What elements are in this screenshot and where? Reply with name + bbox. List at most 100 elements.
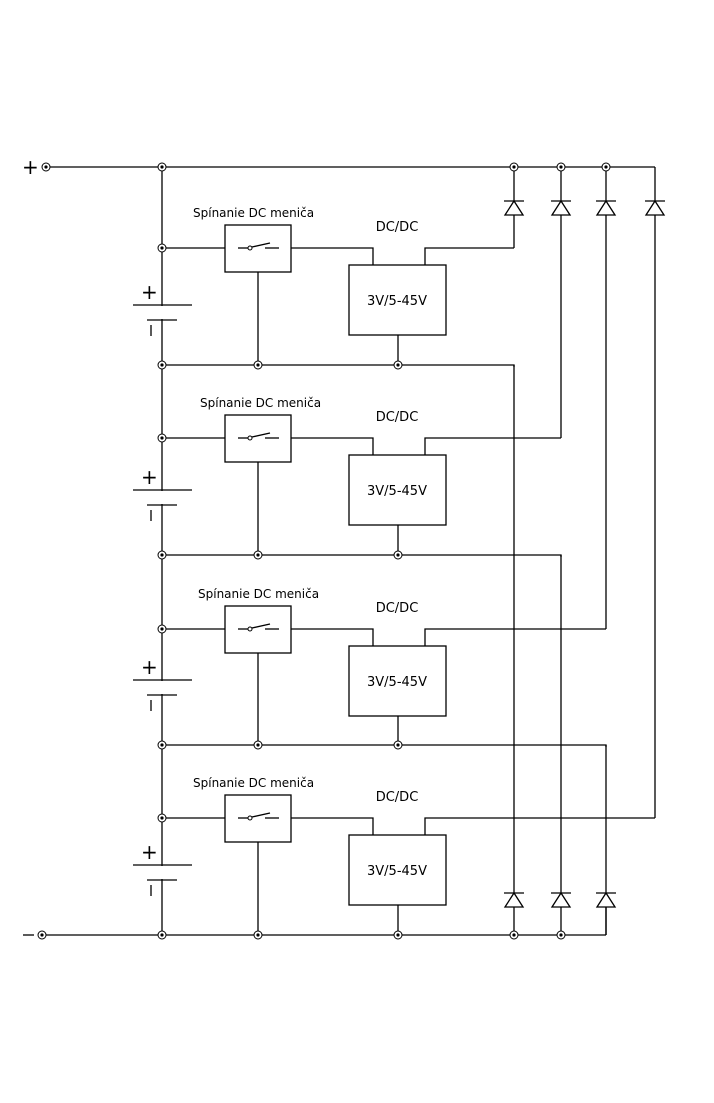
diode-icon <box>595 891 617 908</box>
junction-dot <box>160 363 164 367</box>
diode-triangle <box>595 891 617 908</box>
junction-dot <box>160 627 164 631</box>
junction-node <box>157 740 167 750</box>
battery-plus-label: + <box>141 280 158 304</box>
switch-pivot <box>247 626 253 632</box>
battery-plus-label: + <box>141 840 158 864</box>
positive-rail <box>46 166 656 818</box>
diode-icon <box>503 199 525 216</box>
junction-dot <box>160 436 164 440</box>
junction-node <box>157 813 167 823</box>
switch-output-wire <box>291 247 374 265</box>
diode-icon <box>550 199 572 216</box>
switch-blade <box>251 432 271 438</box>
diode-triangle <box>503 891 525 908</box>
stage-common-rail <box>162 364 515 367</box>
diode-icon <box>503 891 525 908</box>
junction-node <box>509 162 519 172</box>
switch-label: Spínanie DC meniča <box>200 396 321 410</box>
junction-node <box>393 930 403 940</box>
converter-title: DC/DC <box>376 790 419 805</box>
junction-node <box>556 930 566 940</box>
junction-node <box>393 740 403 750</box>
converter-box <box>348 645 447 717</box>
switch-blade <box>251 242 271 248</box>
negative-rail <box>42 905 607 936</box>
junction-node <box>556 162 566 172</box>
junction-node <box>157 162 167 172</box>
converter-box <box>348 264 447 336</box>
battery-gap <box>150 681 174 694</box>
junction-node <box>253 360 263 370</box>
battery-plus-label: + <box>141 465 158 489</box>
junction-dot <box>396 553 400 557</box>
switch-label: Spínanie DC meniča <box>193 206 314 220</box>
junction-node <box>601 162 611 172</box>
switch-box <box>224 224 292 273</box>
junction-dot <box>256 363 260 367</box>
diode-icon <box>644 199 666 216</box>
converter-output-wire <box>424 247 514 265</box>
battery-gap <box>150 306 174 319</box>
junction-node <box>253 930 263 940</box>
diode-triangle <box>550 199 572 216</box>
diode-icon <box>550 891 572 908</box>
switch-pivot <box>247 245 253 251</box>
converter-title: DC/DC <box>376 220 419 235</box>
switch-output-wire <box>291 817 374 835</box>
converter-title: DC/DC <box>376 601 419 616</box>
diode-icon <box>595 199 617 216</box>
junction-dot <box>559 165 563 169</box>
junction-dot <box>40 933 44 937</box>
junction-dot <box>396 933 400 937</box>
positive-terminal-label: + <box>22 155 39 179</box>
junction-dot <box>559 933 563 937</box>
junction-dot <box>604 165 608 169</box>
junction-dot <box>160 246 164 250</box>
junction-node <box>157 930 167 940</box>
converter-rating: 3V/5-45V <box>367 864 427 879</box>
junction-dot <box>160 743 164 747</box>
junction-node <box>157 360 167 370</box>
junction-node <box>509 930 519 940</box>
junction-node <box>253 740 263 750</box>
diode-triangle <box>644 199 666 216</box>
switch-output-wire <box>291 628 374 646</box>
switch-pivot <box>247 815 253 821</box>
battery-gap <box>150 491 174 504</box>
switch-blade <box>251 623 271 629</box>
junction-dot <box>160 165 164 169</box>
stage-common-rail <box>162 554 562 557</box>
junction-node <box>253 550 263 560</box>
switch-label: Spínanie DC meniča <box>193 776 314 790</box>
junction-node <box>393 550 403 560</box>
junction-dot <box>396 743 400 747</box>
junction-dot <box>256 553 260 557</box>
switch-pivot <box>247 435 253 441</box>
junction-dot <box>256 933 260 937</box>
junction-node <box>393 360 403 370</box>
switch-box <box>224 414 292 463</box>
converter-rating: 3V/5-45V <box>367 294 427 309</box>
junction-node <box>37 930 47 940</box>
converter-box <box>348 454 447 526</box>
switch-label: Spínanie DC meniča <box>198 587 319 601</box>
diode-triangle <box>503 199 525 216</box>
junction-node <box>41 162 51 172</box>
junction-node <box>157 550 167 560</box>
converter-rating: 3V/5-45V <box>367 484 427 499</box>
battery-plus-label: + <box>141 655 158 679</box>
junction-dot <box>396 363 400 367</box>
junction-dot <box>160 816 164 820</box>
junction-dot <box>44 165 48 169</box>
battery-gap <box>150 866 174 879</box>
stage-common-rail <box>162 744 607 747</box>
converter-output-wire <box>424 628 606 646</box>
junction-node <box>157 433 167 443</box>
converter-rating: 3V/5-45V <box>367 675 427 690</box>
converter-output-wire <box>424 437 561 455</box>
junction-node <box>157 243 167 253</box>
